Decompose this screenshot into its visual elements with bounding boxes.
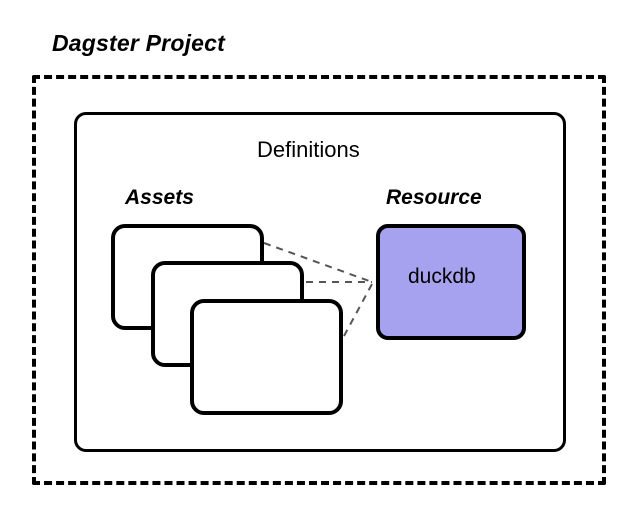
project-boundary [32, 75, 606, 485]
resource-card-label: duckdb [408, 265, 476, 288]
assets-group-title: Assets [125, 186, 194, 209]
connector-asset3-resource [343, 283, 373, 337]
project-title: Dagster Project [52, 30, 226, 56]
resource-group-title: Resource [386, 186, 482, 209]
connector-asset1-resource [263, 242, 373, 283]
asset-card[interactable] [190, 299, 343, 415]
definitions-title: Definitions [257, 137, 360, 162]
resource-card-duckdb[interactable] [376, 224, 526, 340]
